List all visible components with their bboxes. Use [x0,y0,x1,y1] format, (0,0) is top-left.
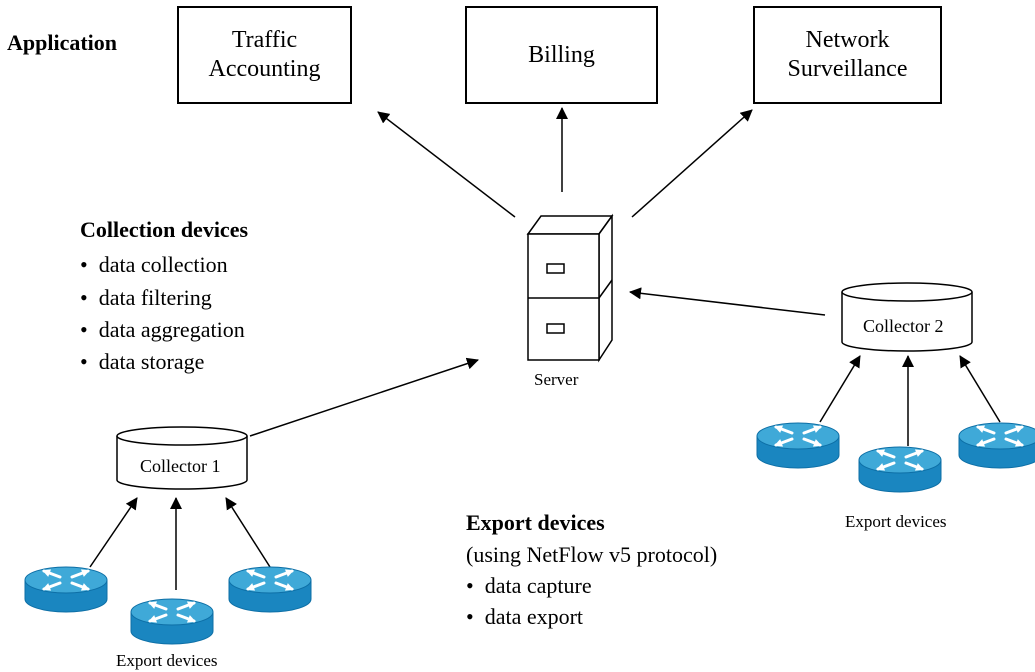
arrow-collector1-to-server [249,357,479,437]
export-bullet-item: • data capture [466,573,592,598]
network-surveillance-line2: Surveillance [787,56,908,82]
arrow-router1a-to-collector1 [89,497,138,568]
export-devices-caption-left: Export devices [116,651,218,670]
billing-label: Billing [528,41,595,68]
router-icon [130,598,214,645]
router-icon [958,422,1035,469]
collector2-cylinder-icon [841,282,973,352]
router-icon [228,566,312,613]
traffic-accounting-line2: Accounting [208,56,321,82]
arrow-router1c-to-collector1 [225,497,271,568]
router-icon [24,566,108,613]
router-icon [756,422,840,469]
export-bullet-item: • data export [466,604,584,629]
export-devices-heading: Export devices [466,510,605,535]
collection-bullet-item: • data collection [80,252,228,277]
collection-bullet-item: • data storage [80,349,205,374]
collector1-label: Collector 1 [140,456,221,476]
arrow-collector2-to-server [629,287,826,316]
router-icon [858,446,942,493]
billing-box: Billing [465,6,658,104]
arrow-router2c-to-collector2 [959,355,1001,423]
arrow-server-to-surveillance [631,109,753,218]
server-label: Server [534,370,579,389]
export-devices-caption-right: Export devices [845,512,947,531]
server-icon [526,213,614,363]
collection-bullet-item: • data aggregation [80,317,245,342]
export-devices-subheading: (using NetFlow v5 protocol) [466,542,718,567]
collector1-cylinder-icon [116,426,248,490]
network-surveillance-line1: Network [805,27,890,54]
collection-devices-heading: Collection devices [80,217,249,242]
arrow-server-to-traffic [377,111,516,218]
arrow-router2a-to-collector2 [819,355,861,423]
application-label: Application [7,30,118,55]
traffic-accounting-line1: Traffic [231,27,298,54]
collection-bullet-item: • data filtering [80,285,212,310]
collector2-label: Collector 2 [863,316,944,336]
